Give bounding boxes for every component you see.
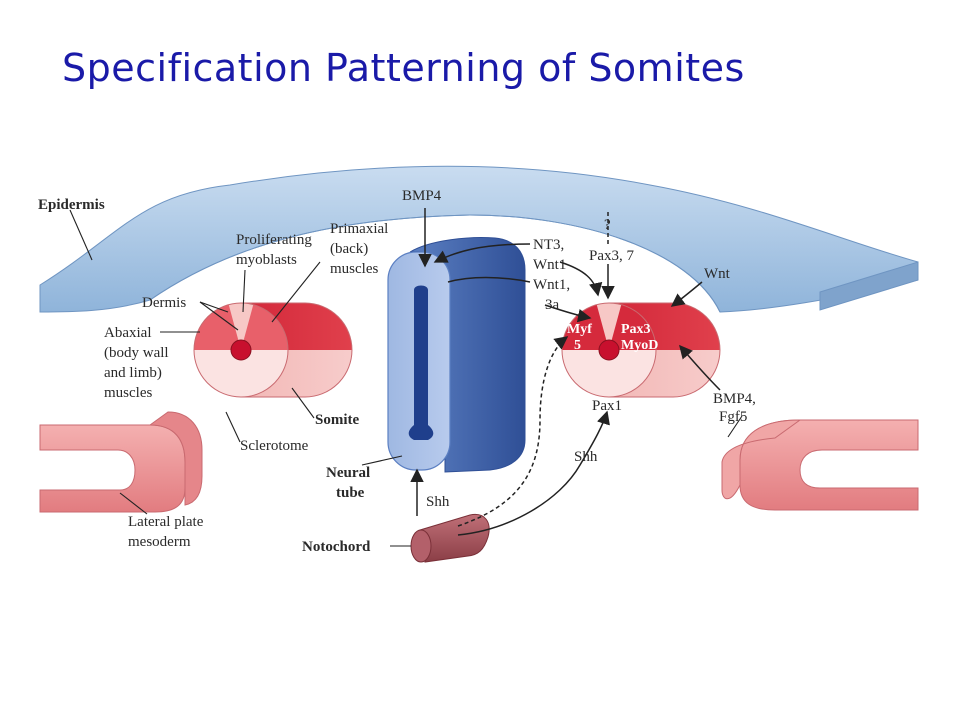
diagram-labels: Epidermis BMP4 Proliferating myoblasts P… [38,188,756,555]
label-wnt1-b: Wnt1, [533,277,570,293]
label-myf: Myf [567,322,592,337]
label-shh-right: Shh [574,449,598,465]
label-pax1: Pax1 [592,398,622,414]
label-pax37: Pax3, 7 [589,248,635,264]
label-bmp4-top: BMP4 [402,188,442,204]
lateral-plate-mesoderm-right [721,419,919,511]
label-bmp4-right: BMP4, [713,391,756,407]
label-proliferating: Proliferating [236,232,312,248]
label-3a: 3a [545,297,560,313]
label-primaxial-1: Primaxial [330,221,388,237]
label-abaxial-1: Abaxial [104,325,151,341]
slide-title: Specification Patterning of Somites [62,46,745,90]
label-primaxial-3: muscles [330,261,378,277]
label-myoblasts: myoblasts [236,252,297,268]
epidermis-sheet [39,165,919,313]
label-neural-2: tube [336,485,365,501]
label-somite: Somite [315,412,360,428]
label-wnt1-a: Wnt1 [533,257,566,273]
lateral-plate-mesoderm-left [39,411,203,513]
label-myod: MyoD [621,338,658,353]
label-lateral-2: mesoderm [128,534,191,550]
label-abaxial-2: (body wall [104,345,169,361]
label-pax3: Pax3 [621,322,651,337]
label-epidermis: Epidermis [38,197,105,213]
neural-tube [387,237,526,473]
label-question: ? [604,217,611,233]
label-sclerotome: Sclerotome [240,438,309,454]
signal-arrows [69,208,743,547]
notochord [410,513,490,563]
label-fgf5: Fgf5 [719,409,747,425]
label-dermis: Dermis [142,295,186,311]
label-wnt-right: Wnt [704,266,731,282]
label-abaxial-4: muscles [104,385,152,401]
label-abaxial-3: and limb) [104,365,162,381]
label-neural-1: Neural [326,465,370,481]
label-lateral-1: Lateral plate [128,514,204,530]
label-shh-left: Shh [426,494,450,510]
somite-left [193,302,353,398]
label-nt3: NT3, [533,237,564,253]
label-myf-5: 5 [574,338,581,353]
label-notochord: Notochord [302,539,371,555]
label-primaxial-2: (back) [330,241,368,257]
